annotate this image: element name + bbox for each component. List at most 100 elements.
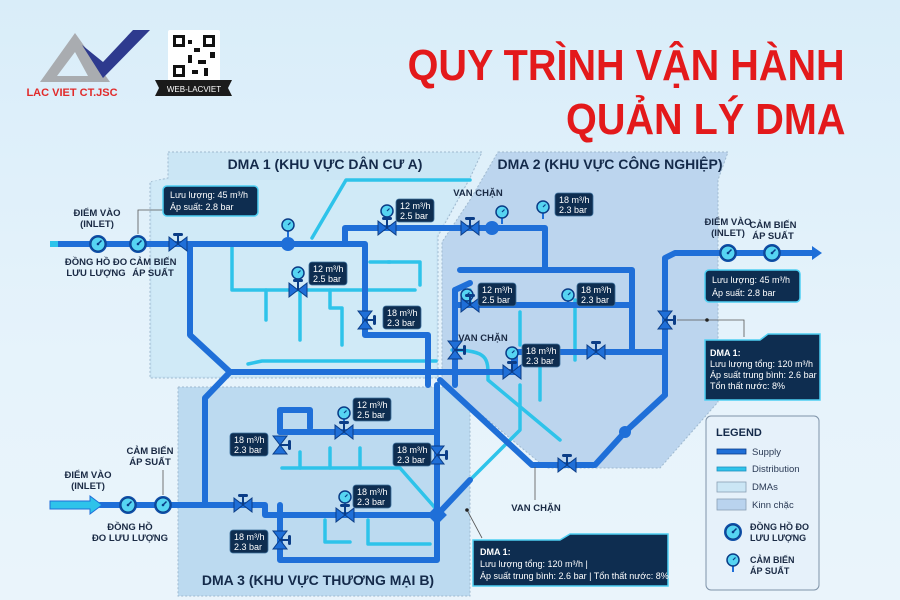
flow-pressure-tag: 18 m³/h2.3 bar bbox=[352, 484, 392, 509]
sensor-label: ÁP SUẤT bbox=[132, 268, 174, 279]
company-logo: LAC VIET CT.JSC bbox=[26, 30, 150, 99]
legend-sensor: CẢM BIẾN bbox=[750, 554, 795, 565]
qr-code[interactable]: WEB-LACVIET bbox=[155, 30, 232, 96]
logo-triangle bbox=[40, 33, 110, 82]
tag-flow: 12 m³/h bbox=[400, 201, 431, 211]
dma3-zone bbox=[177, 386, 471, 597]
inlet-label: (INLET) bbox=[711, 228, 745, 239]
tag-flow: 18 m³/h bbox=[526, 346, 557, 356]
inlet-right-labels: ĐIỂM VÀO (INLET) CẢM BIẾN ÁP SUẤT bbox=[705, 216, 797, 242]
flow-meter-icon[interactable] bbox=[88, 234, 108, 254]
legend-distribution: Distribution bbox=[752, 464, 800, 475]
svg-text:Áp suất trung bình: 2.6 bar |: Áp suất trung bình: 2.6 bar | Tổn thất n… bbox=[480, 571, 669, 581]
tag-pressure: 2.5 bar bbox=[400, 211, 428, 221]
svg-text:DMA 1:: DMA 1: bbox=[480, 547, 511, 557]
tag-pressure: 2.3 bar bbox=[559, 205, 587, 215]
outlet-arrow-icon bbox=[812, 246, 822, 260]
info-box-inlet-right: Lưu lượng: 45 m³/h Áp suất: 2.8 bar bbox=[704, 269, 801, 303]
tag-pressure: 2.3 bar bbox=[581, 295, 609, 305]
flow-pressure-tag: 12 m³/h2.5 bar bbox=[395, 198, 435, 223]
legend-distribution-swatch bbox=[716, 466, 747, 472]
tag-flow: 18 m³/h bbox=[581, 285, 612, 295]
legend-title: LEGEND bbox=[716, 427, 762, 439]
tag-flow: 18 m³/h bbox=[357, 487, 388, 497]
pressure-sensor-icon[interactable] bbox=[128, 234, 148, 254]
tag-pressure: 2.3 bar bbox=[357, 497, 385, 507]
flow-pressure-tag: 18 m³/h2.3 bar bbox=[576, 282, 616, 307]
legend-isolation-swatch bbox=[716, 498, 747, 511]
svg-text:Áp suất: 2.8 bar: Áp suất: 2.8 bar bbox=[712, 288, 776, 298]
inlet-label: (INLET) bbox=[80, 219, 114, 230]
tag-pressure: 2.3 bar bbox=[234, 542, 262, 552]
flow-pressure-tag: 18 m³/h2.3 bar bbox=[392, 442, 432, 467]
flow-meter-icon bbox=[723, 522, 743, 542]
logo-text: LAC VIET CT.JSC bbox=[26, 87, 117, 99]
info-box-dma-bottom: DMA 1: Lưu lượng tổng: 120 m³/h | Áp suấ… bbox=[472, 533, 669, 587]
flow-pressure-tag: 12 m³/h2.5 bar bbox=[308, 261, 348, 286]
junction-node bbox=[427, 505, 447, 525]
meter-label: LƯU LƯỢNG bbox=[66, 268, 125, 279]
flow-pressure-tag: 18 m³/h2.3 bar bbox=[382, 305, 422, 330]
info-box-dma-right: DMA 1: Lưu lượng tổng: 120 m³/h Áp suất … bbox=[704, 333, 821, 401]
svg-text:Lưu lượng tổng: 120 m³/h: Lưu lượng tổng: 120 m³/h bbox=[710, 359, 813, 369]
tag-pressure: 2.3 bar bbox=[234, 445, 262, 455]
flow-pressure-tag: 18 m³/h2.3 bar bbox=[229, 529, 269, 554]
legend: LEGEND Supply Distribution DMAs Kinn chặ… bbox=[705, 415, 820, 591]
tag-flow: 18 m³/h bbox=[387, 308, 418, 318]
flow-pressure-tag: 12 m³/h2.5 bar bbox=[477, 282, 517, 307]
legend-meter: LƯU LƯỢNG bbox=[750, 533, 806, 543]
junction-node bbox=[485, 221, 499, 235]
title-line-2: QUẢN LÝ DMA bbox=[565, 95, 845, 144]
sensor-label: CẢM BIẾN bbox=[130, 256, 177, 268]
tag-flow: 18 m³/h bbox=[559, 195, 590, 205]
svg-text:Áp suất: 2.8 bar: Áp suất: 2.8 bar bbox=[170, 202, 234, 212]
legend-meter: ĐỒNG HỒ ĐO bbox=[750, 521, 809, 532]
tag-pressure: 2.3 bar bbox=[387, 318, 415, 328]
pressure-sensor-icon[interactable] bbox=[762, 243, 782, 263]
legend-isolation: Kinn chặc bbox=[752, 500, 794, 511]
svg-text:Áp suất trung bình: 2.6 bar: Áp suất trung bình: 2.6 bar bbox=[710, 370, 817, 380]
valve-label: VAN CHẶN bbox=[511, 503, 561, 514]
tag-pressure: 2.3 bar bbox=[526, 356, 554, 366]
tag-pressure: 2.5 bar bbox=[482, 295, 510, 305]
inlet-label: ĐIỂM VÀO bbox=[74, 207, 121, 219]
tag-flow: 18 m³/h bbox=[397, 445, 428, 455]
dma2-title: DMA 2 (KHU VỰC CÔNG NGHIỆP) bbox=[498, 155, 723, 172]
tag-pressure: 2.5 bar bbox=[313, 274, 341, 284]
logo-check bbox=[82, 30, 150, 78]
distribution-pipes bbox=[230, 178, 577, 546]
flow-pressure-tag: 12 m³/h2.5 bar bbox=[352, 397, 392, 422]
junction-node bbox=[281, 237, 295, 251]
meter-label: ĐỒNG HỒ bbox=[107, 521, 152, 533]
tag-pressure: 2.3 bar bbox=[397, 455, 425, 465]
dma1-title: DMA 1 (KHU VỰC DÂN CƯ A) bbox=[228, 155, 423, 172]
inlet-arrow-icon bbox=[49, 495, 103, 515]
legend-supply: Supply bbox=[752, 447, 781, 458]
tag-flow: 12 m³/h bbox=[482, 285, 513, 295]
sensor-label: ÁP SUẤT bbox=[752, 231, 794, 242]
tag-flow: 12 m³/h bbox=[357, 400, 388, 410]
sensor-label: CẢM BIẾN bbox=[750, 219, 797, 231]
legend-dma-swatch bbox=[716, 481, 747, 493]
flow-pressure-tag: 18 m³/h2.3 bar bbox=[554, 192, 594, 217]
flow-meter-icon[interactable] bbox=[718, 243, 738, 263]
flow-meter-icon[interactable] bbox=[118, 495, 138, 515]
valve-label: VAN CHẶN bbox=[458, 333, 508, 344]
inlet-label: ĐIỂM VÀO bbox=[705, 216, 752, 228]
valve-label: VAN CHẶN bbox=[453, 188, 503, 199]
flow-pressure-tag: 18 m³/h2.3 bar bbox=[521, 343, 561, 368]
legend-supply-swatch bbox=[716, 448, 747, 455]
meter-label: ĐỒNG HỒ ĐO bbox=[65, 256, 127, 268]
pressure-sensor-icon[interactable] bbox=[153, 495, 173, 515]
title-line-1: QUY TRÌNH VẬN HÀNH bbox=[407, 41, 845, 90]
inlet-left-top-labels: ĐIỂM VÀO (INLET) ĐỒNG HỒ ĐO LƯU LƯỢNG CẢ… bbox=[65, 207, 177, 279]
tag-pressure: 2.5 bar bbox=[357, 410, 385, 420]
inlet-label: (INLET) bbox=[71, 481, 105, 492]
tag-flow: 12 m³/h bbox=[313, 264, 344, 274]
meter-label: ĐO LƯU LƯỢNG bbox=[92, 533, 168, 544]
sensor-label: CẢM BIẾN bbox=[127, 445, 174, 457]
tag-flow: 18 m³/h bbox=[234, 435, 265, 445]
svg-text:Tổn thất nước: 8%: Tổn thất nước: 8% bbox=[710, 381, 785, 391]
